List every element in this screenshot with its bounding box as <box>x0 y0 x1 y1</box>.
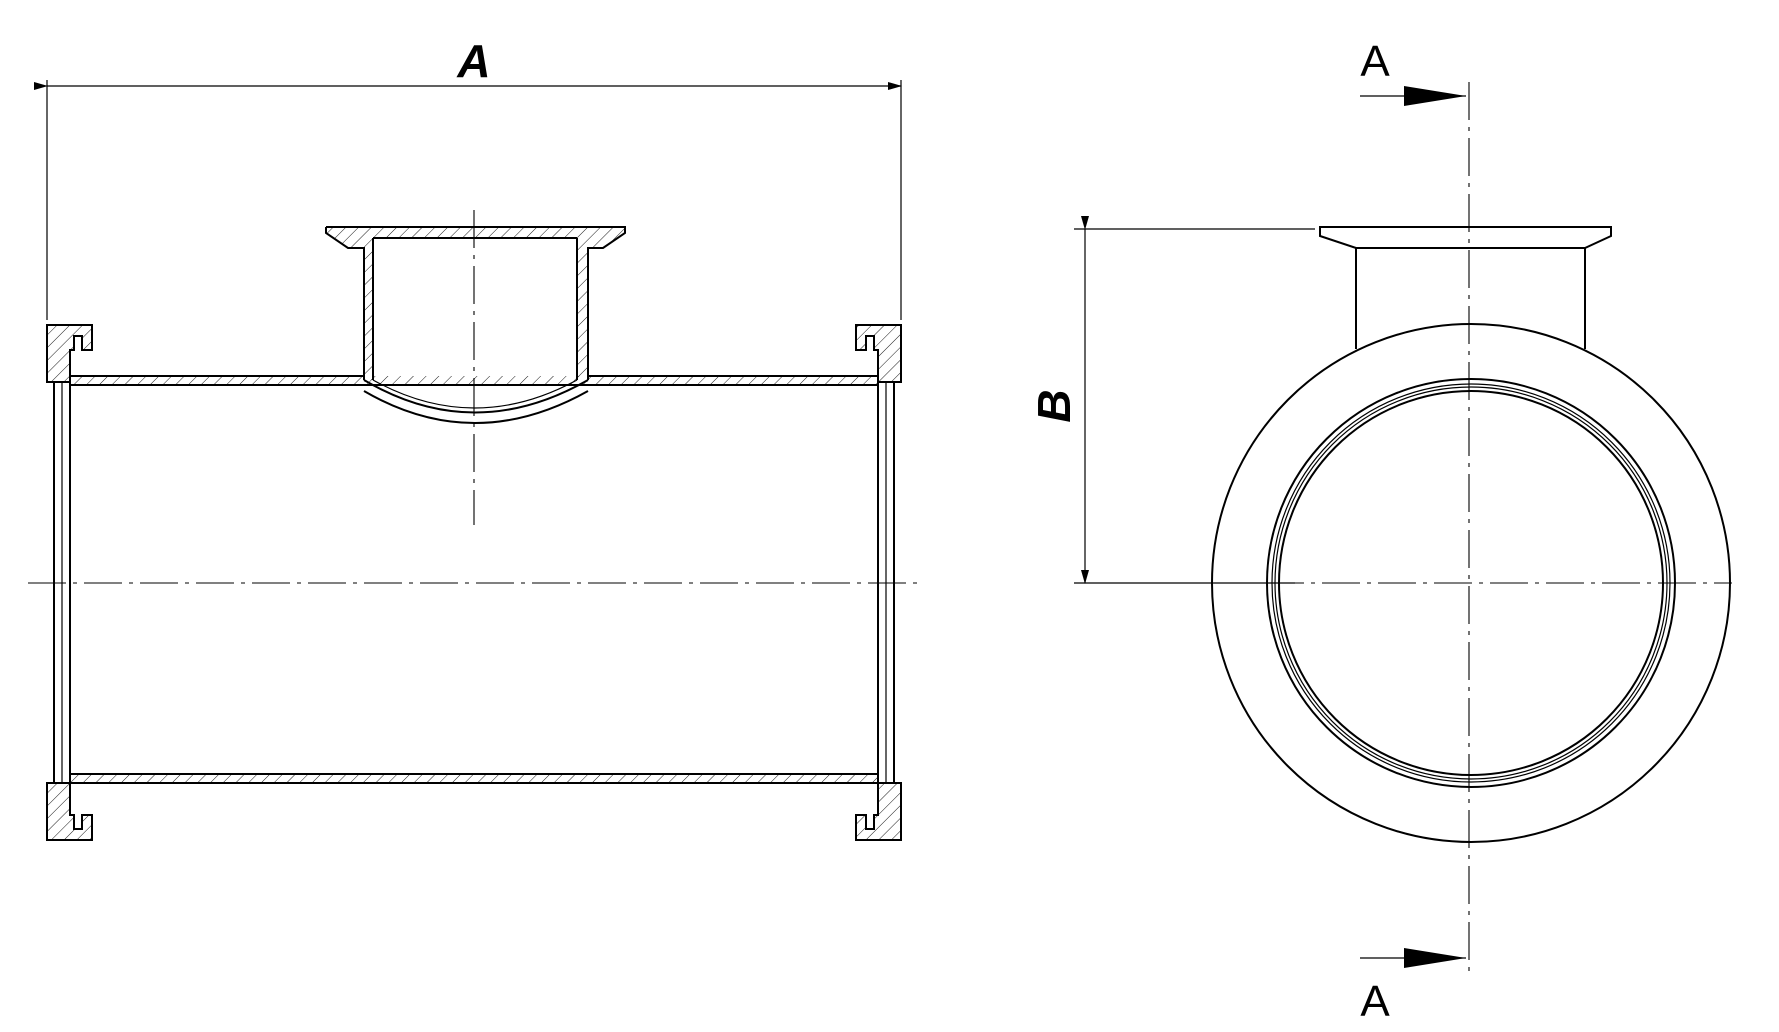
section-marker-top: A <box>1360 37 1466 106</box>
dimension-b-label: B <box>1028 389 1080 422</box>
section-label-top: A <box>1360 37 1390 86</box>
dimension-a-label: A <box>456 35 490 87</box>
dimension-a: A <box>34 35 902 320</box>
right-flange <box>855 324 902 841</box>
side-flange-circles <box>1211 248 1731 843</box>
dimension-b: B <box>1028 216 1315 584</box>
side-view: B A A <box>1028 37 1732 1026</box>
section-arrow-top-icon <box>1404 86 1466 106</box>
side-branch <box>1319 226 1612 349</box>
front-view: A <box>28 35 920 841</box>
section-marker-bottom: A <box>1360 948 1466 1026</box>
section-arrow-bottom-icon <box>1404 948 1466 968</box>
branch-pipe <box>325 226 626 424</box>
section-label-bottom: A <box>1360 977 1390 1026</box>
